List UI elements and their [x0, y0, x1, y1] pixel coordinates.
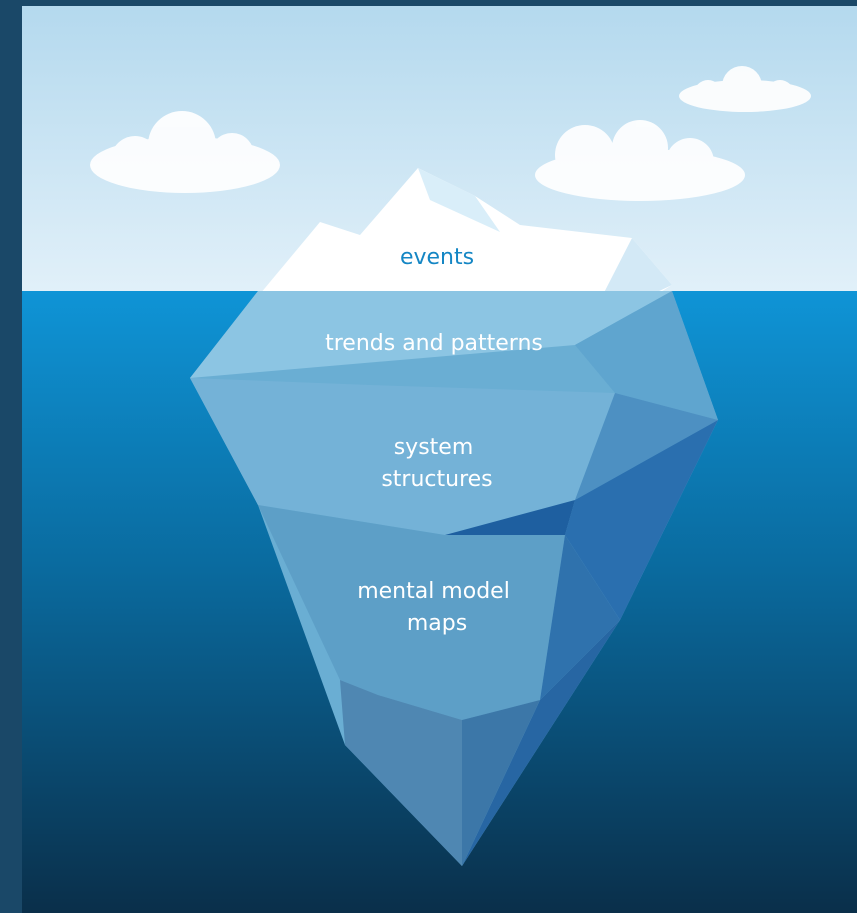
- level-mental-models-label: mental model maps: [357, 579, 517, 636]
- cloud-left-icon: [90, 111, 280, 193]
- iceberg-tip: [262, 168, 672, 291]
- level-trends-line-1: trends and patterns: [325, 331, 543, 356]
- cloud-right-icon: [679, 66, 811, 112]
- level-mental-models-line-2: maps: [407, 611, 467, 636]
- level-events-label: events: [400, 245, 474, 270]
- level-mental-models-line-1: mental model: [357, 579, 510, 604]
- level-events-line-1: events: [400, 245, 474, 270]
- iceberg-submerged: [190, 291, 718, 866]
- level-structures-line-2: structures: [381, 467, 492, 492]
- level-structures-line-1: system: [394, 435, 474, 460]
- level-structures-label: system structures: [381, 435, 492, 492]
- level-trends-label: trends and patterns: [325, 331, 543, 356]
- cloud-middle-icon: [535, 120, 745, 201]
